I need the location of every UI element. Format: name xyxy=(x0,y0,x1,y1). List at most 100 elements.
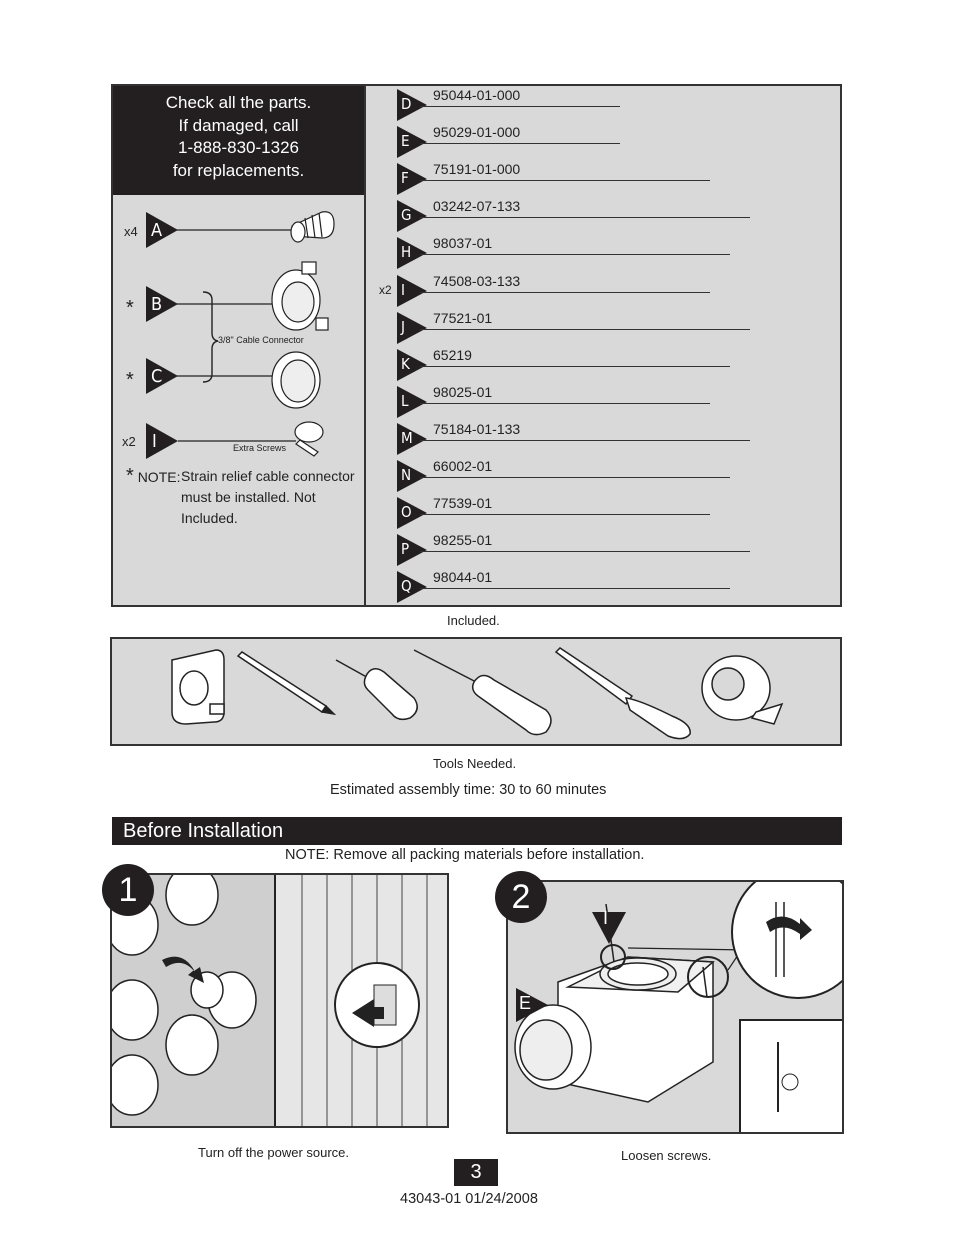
part-tab xyxy=(397,460,427,492)
part-tab xyxy=(397,497,427,530)
leader-line xyxy=(420,588,730,590)
leader-line xyxy=(420,514,710,516)
step-2-caption: Loosen screws. xyxy=(621,1148,712,1163)
part-tab xyxy=(397,163,427,196)
part-letter: O xyxy=(401,503,412,522)
part-number: 77521-01 xyxy=(433,309,493,326)
leader-line xyxy=(420,180,710,182)
check-line: for replacements. xyxy=(172,160,305,180)
leader-line xyxy=(420,439,750,441)
note-line: Included. xyxy=(181,510,238,526)
part-letter: A xyxy=(151,220,163,241)
part-number: 75184-01-133 xyxy=(433,420,521,437)
leader-line xyxy=(420,402,710,404)
leader-line xyxy=(420,551,750,553)
fan-housing-illustration xyxy=(508,882,842,1132)
label-pointer xyxy=(592,912,626,944)
part-tab xyxy=(146,358,178,394)
part-tab xyxy=(397,422,427,455)
part-number: 98025-01 xyxy=(433,383,493,400)
qty-label: x4 xyxy=(124,224,138,239)
leader-line xyxy=(420,143,620,145)
leader-line xyxy=(420,365,730,367)
leader-line xyxy=(420,328,750,330)
included-caption: Included. xyxy=(447,613,500,628)
qty-label: x2 xyxy=(379,282,392,297)
page-number: 3 xyxy=(454,1159,498,1186)
leader-line xyxy=(420,217,750,219)
asterisk-mark: * xyxy=(126,369,134,391)
step-2-label-e: E xyxy=(519,993,532,1013)
part-letter: I xyxy=(401,280,405,299)
note-line: must be installed. Not xyxy=(181,489,316,505)
check-parts-notice: Check all the parts. If damaged, call 1-… xyxy=(113,86,364,195)
part-tab xyxy=(397,311,427,344)
part-tab xyxy=(397,200,427,233)
part-letter: E xyxy=(401,132,410,151)
part-tab xyxy=(397,571,427,604)
qty-label: x2 xyxy=(122,434,136,449)
step-1-number: 1 xyxy=(102,864,154,916)
step-2-figure xyxy=(506,880,844,1134)
part-number: 98037-01 xyxy=(433,235,493,252)
part-letter: C xyxy=(151,366,163,387)
note-prefix: NOTE: xyxy=(137,469,181,485)
tools-panel xyxy=(110,637,842,746)
packing-note: NOTE: Remove all packing materials befor… xyxy=(285,847,645,863)
part-number: 65219 xyxy=(433,346,472,363)
part-number: 66002-01 xyxy=(433,458,493,474)
note-line: Strain relief cable connector xyxy=(181,468,355,484)
asterisk-mark: * xyxy=(126,465,134,487)
step-1-caption: Turn off the power source. xyxy=(198,1145,350,1160)
check-line: Check all the parts. xyxy=(165,93,312,112)
document-id: 43043-01 01/24/2008 xyxy=(400,1191,538,1207)
part-number: 74508-03-133 xyxy=(433,272,521,289)
strain-relief-note: * NOTE: xyxy=(126,466,180,488)
leader-line xyxy=(420,291,710,293)
part-letter: K xyxy=(401,354,410,373)
part-tab xyxy=(397,89,427,121)
part-letter: B xyxy=(151,294,163,315)
assembly-time: Estimated assembly time: 30 to 60 minute… xyxy=(330,782,607,798)
part-letter: L xyxy=(401,391,409,410)
leader-line xyxy=(420,106,620,107)
part-tab xyxy=(397,385,427,418)
section-title: Before Installation xyxy=(112,817,842,845)
part-letter: H xyxy=(401,243,412,262)
part-number: 75191-01-000 xyxy=(433,161,521,178)
part-tab xyxy=(397,237,427,270)
label-pointer xyxy=(516,988,548,1022)
check-line: 1-888-830-1326 xyxy=(178,138,299,157)
part-letter: Q xyxy=(401,577,412,596)
part-number: 95044-01-000 xyxy=(433,87,521,103)
part-tab xyxy=(146,212,178,248)
check-line: If damaged, call xyxy=(178,115,299,135)
step-1-figure xyxy=(110,873,449,1128)
part-letter: F xyxy=(401,169,409,188)
step-2-label-i: I xyxy=(603,908,609,928)
part-letter: M xyxy=(401,428,413,447)
part-letter: D xyxy=(401,95,412,113)
part-tab xyxy=(397,348,427,381)
step-2-number: 2 xyxy=(495,871,547,923)
part-letter: I xyxy=(152,431,157,452)
part-tab xyxy=(397,126,427,159)
part-number: 77539-01 xyxy=(433,495,493,512)
part-letter: G xyxy=(401,206,412,225)
part-tab xyxy=(146,423,178,459)
part-tab xyxy=(397,534,427,567)
part-number: 98044-01 xyxy=(433,569,493,586)
part-number: 03242-07-133 xyxy=(433,198,521,215)
note-text: Strain relief cable connector must be in… xyxy=(181,466,355,529)
extra-screws-label: Extra Screws xyxy=(233,443,287,453)
tools-caption: Tools Needed. xyxy=(433,756,517,771)
part-letter: P xyxy=(401,540,410,559)
part-letter: N xyxy=(401,466,412,484)
parts-divider xyxy=(364,86,366,605)
part-tab xyxy=(146,286,178,322)
cable-connector-label: 3/8" Cable Connector xyxy=(218,335,304,345)
power-source-illustration xyxy=(112,875,447,1126)
leader-line xyxy=(420,254,730,256)
asterisk-mark: * xyxy=(126,297,134,319)
leader-line xyxy=(420,477,730,478)
